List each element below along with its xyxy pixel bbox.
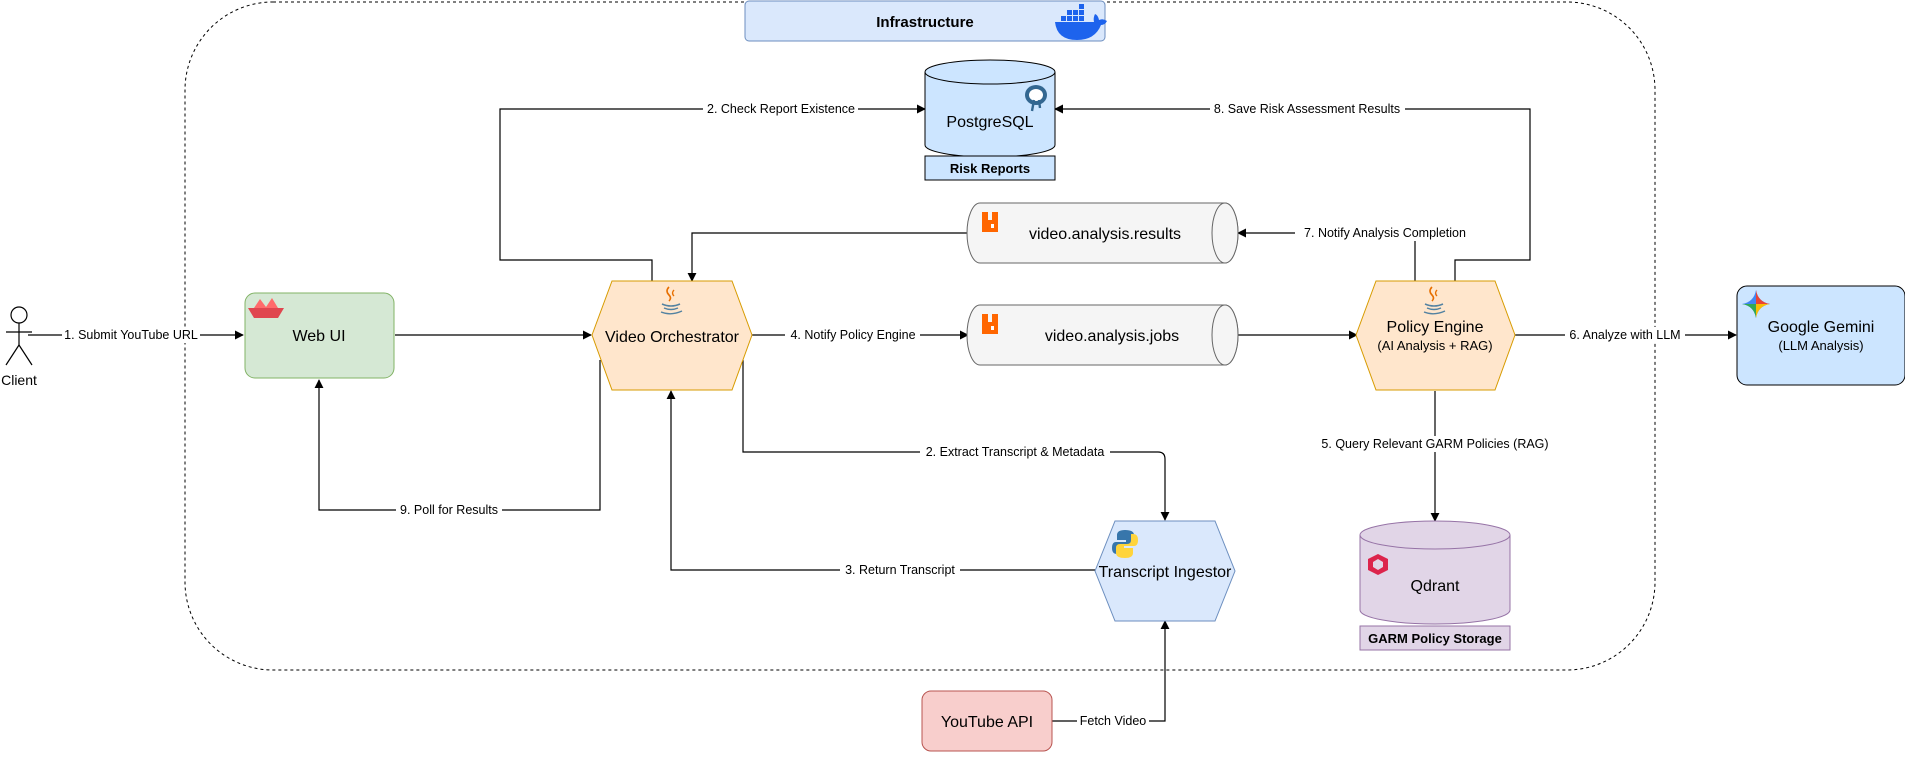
svg-text:9. Poll for Results: 9. Poll for Results bbox=[400, 503, 498, 517]
postgres-caption: Risk Reports bbox=[950, 161, 1030, 176]
java-icon bbox=[1423, 286, 1446, 315]
svg-text:5. Query Relevant GARM Policie: 5. Query Relevant GARM Policies (RAG) bbox=[1321, 437, 1548, 451]
gemini-sparkle-icon bbox=[1742, 290, 1770, 318]
infrastructure-title: Infrastructure bbox=[876, 14, 974, 31]
svg-text:YouTube API: YouTube API bbox=[941, 714, 1033, 731]
edge-return-transcript: 3. Return Transcript bbox=[666, 390, 1095, 578]
svg-text:Video Orchestrator: Video Orchestrator bbox=[605, 329, 740, 346]
edge-check-report: 2. Check Report Existence bbox=[499, 101, 926, 281]
svg-text:Google Gemini: Google Gemini bbox=[1768, 319, 1875, 336]
java-icon bbox=[660, 286, 683, 315]
qdrant-caption: GARM Policy Storage bbox=[1368, 631, 1502, 646]
rabbitmq-icon bbox=[982, 212, 998, 232]
python-icon bbox=[1112, 530, 1138, 558]
svg-text:7. Notify Analysis Completion: 7. Notify Analysis Completion bbox=[1304, 226, 1466, 240]
svg-text:2. Check Report Existence: 2. Check Report Existence bbox=[707, 102, 855, 116]
policy-engine-node[interactable]: Policy Engine (AI Analysis + RAG) bbox=[1355, 280, 1516, 391]
video-orchestrator-node[interactable]: Video Orchestrator bbox=[591, 280, 753, 391]
edge-submit-url: 1. Submit YouTube URL bbox=[28, 327, 244, 343]
edge-poll-results: 9. Poll for Results bbox=[314, 360, 601, 518]
svg-text:2. Extract Transcript & Metada: 2. Extract Transcript & Metadata bbox=[926, 445, 1105, 459]
edge-analyze-llm: 6. Analyze with LLM bbox=[1515, 327, 1737, 343]
docker-whale-icon bbox=[1055, 4, 1107, 40]
svg-text:6. Analyze with LLM: 6. Analyze with LLM bbox=[1569, 328, 1680, 342]
edge-extract-transcript: 2. Extract Transcript & Metadata bbox=[742, 360, 1170, 521]
postgresql-elephant-icon bbox=[1025, 85, 1047, 112]
google-gemini-node[interactable]: Google Gemini (LLM Analysis) bbox=[1736, 285, 1905, 386]
qdrant-icon bbox=[1368, 554, 1388, 575]
infrastructure-header[interactable]: Infrastructure bbox=[744, 0, 1107, 42]
transcript-ingestor-node[interactable]: Transcript Ingestor bbox=[1094, 520, 1236, 622]
streamlit-boat-icon bbox=[248, 298, 284, 318]
svg-text:Fetch Video: Fetch Video bbox=[1080, 714, 1147, 728]
svg-text:(LLM Analysis): (LLM Analysis) bbox=[1778, 338, 1863, 353]
jobs-queue-node[interactable]: video.analysis.jobs bbox=[966, 304, 1239, 366]
edge-results-orchestrator bbox=[687, 232, 968, 282]
svg-text:Transcript Ingestor: Transcript Ingestor bbox=[1099, 564, 1232, 581]
svg-text:Qdrant: Qdrant bbox=[1411, 578, 1460, 595]
svg-text:PostgreSQL: PostgreSQL bbox=[946, 114, 1033, 131]
results-queue-node[interactable]: video.analysis.results bbox=[966, 202, 1239, 264]
svg-text:Policy Engine: Policy Engine bbox=[1387, 319, 1484, 336]
qdrant-node[interactable]: Qdrant GARM Policy Storage bbox=[1359, 520, 1511, 651]
svg-text:video.analysis.jobs: video.analysis.jobs bbox=[1045, 328, 1179, 345]
client-label: Client bbox=[1, 372, 37, 388]
edge-query-policies: 5. Query Relevant GARM Policies (RAG) bbox=[1318, 391, 1552, 522]
svg-text:Web UI: Web UI bbox=[292, 328, 345, 345]
svg-text:8. Save Risk Assessment Result: 8. Save Risk Assessment Results bbox=[1214, 102, 1400, 116]
client-actor[interactable]: Client bbox=[1, 306, 37, 388]
svg-text:3. Return Transcript: 3. Return Transcript bbox=[845, 563, 955, 577]
svg-text:video.analysis.results: video.analysis.results bbox=[1029, 226, 1181, 243]
web-ui-node[interactable]: Web UI bbox=[244, 292, 395, 379]
edge-notify-completion: 7. Notify Analysis Completion bbox=[1237, 225, 1473, 281]
svg-text:(AI Analysis + RAG): (AI Analysis + RAG) bbox=[1377, 338, 1492, 353]
edge-notify-policy: 4. Notify Policy Engine bbox=[752, 327, 969, 343]
rabbitmq-icon bbox=[982, 314, 998, 334]
svg-text:4. Notify Policy Engine: 4. Notify Policy Engine bbox=[790, 328, 915, 342]
edge-fetch-video: Fetch Video bbox=[1052, 620, 1170, 729]
svg-text:1. Submit YouTube URL: 1. Submit YouTube URL bbox=[64, 328, 198, 342]
youtube-api-node[interactable]: YouTube API bbox=[921, 690, 1053, 752]
edge-save-results: 8. Save Risk Assessment Results bbox=[1054, 101, 1531, 281]
postgresql-node[interactable]: PostgreSQL Risk Reports bbox=[924, 59, 1056, 181]
